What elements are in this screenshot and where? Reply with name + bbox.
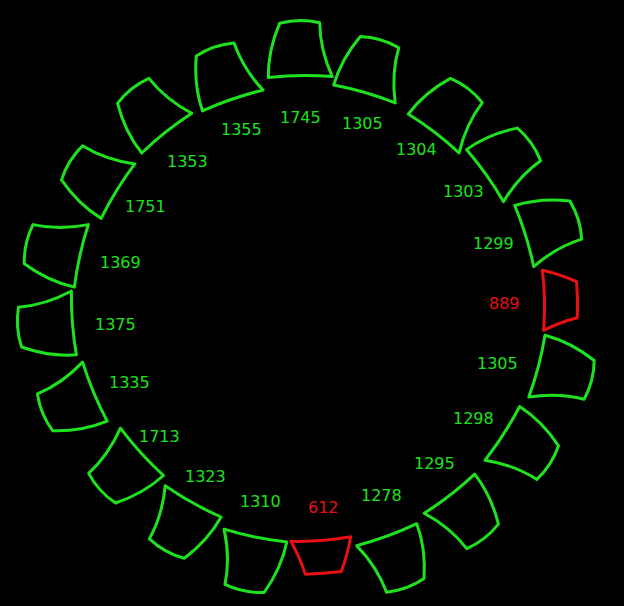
blade-outline: [17, 291, 76, 355]
blade-outline: [485, 407, 559, 480]
blade-value: 1304: [396, 142, 437, 158]
blade-outline: [62, 146, 135, 219]
blade-value: 1299: [473, 236, 514, 252]
blade-outline: [529, 335, 594, 399]
blade-outline: [118, 78, 192, 153]
blade-value: 1305: [342, 116, 383, 132]
blade-value: 1298: [453, 411, 494, 427]
blade-outline: [196, 43, 263, 111]
blade-value: 1295: [414, 456, 455, 472]
blade-value: 1353: [167, 154, 208, 170]
blade-value: 1713: [139, 429, 180, 445]
blade-value: 1310: [240, 494, 281, 510]
blade-outline: [515, 200, 582, 267]
blade-outline: [357, 524, 425, 593]
blade-value: 1745: [280, 110, 321, 126]
blade-value: 612: [308, 500, 339, 516]
blade-outline: [424, 474, 498, 548]
blade-outline: [24, 225, 88, 288]
blade-value: 1303: [443, 184, 484, 200]
blade-outline: [224, 529, 287, 592]
blade-value: 1335: [109, 375, 150, 391]
blade-value: 1369: [100, 255, 141, 271]
flagged-blade: [291, 537, 351, 575]
blade-outline: [268, 20, 332, 77]
blade-outline: [37, 362, 107, 431]
blade-value: 1751: [125, 199, 166, 215]
blade-value: 1278: [361, 488, 402, 504]
flagged-blade: [542, 270, 577, 330]
blade-value: 1323: [185, 469, 226, 485]
blade-outline: [149, 486, 221, 559]
blade-value: 1375: [95, 317, 136, 333]
blade-value: 889: [489, 296, 520, 312]
blade-value: 1305: [477, 356, 518, 372]
blade-value: 1355: [221, 122, 262, 138]
blade-outline: [334, 37, 399, 103]
